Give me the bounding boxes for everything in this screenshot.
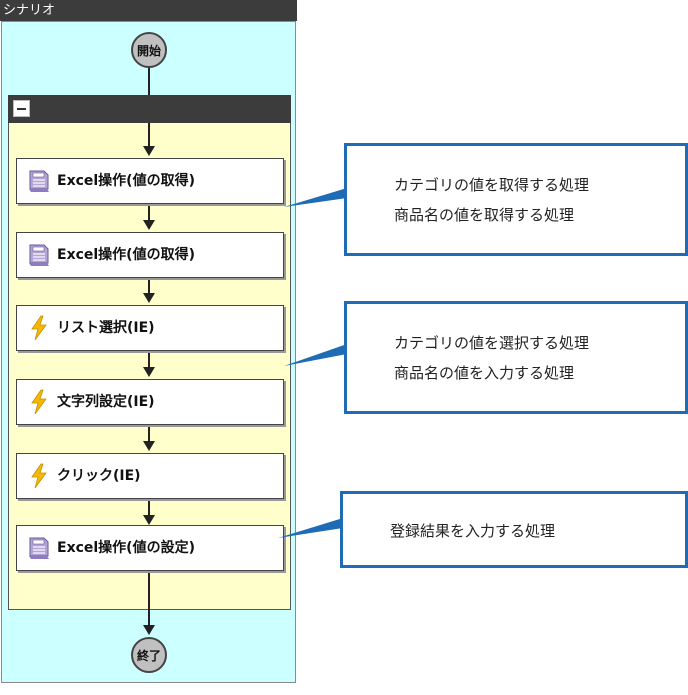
action-click[interactable]: クリック(IE) <box>16 453 284 499</box>
connector-line <box>148 280 150 301</box>
connector-line <box>148 571 150 631</box>
connector-arrow <box>143 293 155 303</box>
connector-line <box>148 427 150 449</box>
connector-line <box>148 353 150 375</box>
connector-arrow <box>143 146 155 156</box>
connector-arrow <box>143 515 155 525</box>
action-label: Excel操作(値の設定) <box>57 540 195 556</box>
callout-line: カテゴリの値を取得する処理 <box>394 176 590 194</box>
callout-line: 登録結果を入力する処理 <box>390 522 556 540</box>
callout-line: 商品名の値を入力する処理 <box>394 364 575 382</box>
connector-arrow <box>143 220 155 230</box>
start-node[interactable]: 開始 <box>131 32 167 68</box>
group-header[interactable] <box>8 95 291 123</box>
callout-pointer <box>284 344 347 366</box>
lightning-icon <box>31 463 47 489</box>
connector-line <box>148 123 150 154</box>
excel-doc-icon <box>29 170 49 192</box>
action-label: リスト選択(IE) <box>57 320 155 336</box>
lightning-icon <box>31 389 47 415</box>
action-label: クリック(IE) <box>57 468 141 484</box>
action-label: Excel操作(値の取得) <box>57 247 195 263</box>
lightning-icon <box>31 315 47 341</box>
connector-arrow <box>143 367 155 377</box>
scenario-panel: シナリオ 開始 終了 <box>0 0 297 686</box>
connector-line <box>148 501 150 523</box>
action-list-select[interactable]: リスト選択(IE) <box>16 305 284 351</box>
callout-get-values: カテゴリの値を取得する処理 商品名の値を取得する処理 <box>344 143 688 256</box>
callout-set-values: カテゴリの値を選択する処理 商品名の値を入力する処理 <box>344 301 688 414</box>
scenario-title: シナリオ <box>0 0 297 21</box>
action-label: 文字列設定(IE) <box>57 394 155 410</box>
callout-pointer <box>278 518 343 538</box>
callout-register-result: 登録結果を入力する処理 <box>340 491 688 568</box>
excel-doc-icon <box>29 537 49 559</box>
excel-doc-icon <box>29 244 49 266</box>
connector-arrow <box>143 625 155 635</box>
action-excel-set[interactable]: Excel操作(値の設定) <box>16 525 284 571</box>
callout-pointer <box>284 188 347 207</box>
callout-line: 商品名の値を取得する処理 <box>394 206 575 224</box>
connector-arrow <box>143 441 155 451</box>
callout-line: カテゴリの値を選択する処理 <box>394 334 590 352</box>
action-excel-get-2[interactable]: Excel操作(値の取得) <box>16 232 284 278</box>
collapse-icon[interactable] <box>13 100 30 117</box>
action-string-set[interactable]: 文字列設定(IE) <box>16 379 284 425</box>
action-label: Excel操作(値の取得) <box>57 173 195 189</box>
end-node[interactable]: 終了 <box>131 637 167 673</box>
action-excel-get-1[interactable]: Excel操作(値の取得) <box>16 158 284 204</box>
connector-line <box>148 206 150 228</box>
